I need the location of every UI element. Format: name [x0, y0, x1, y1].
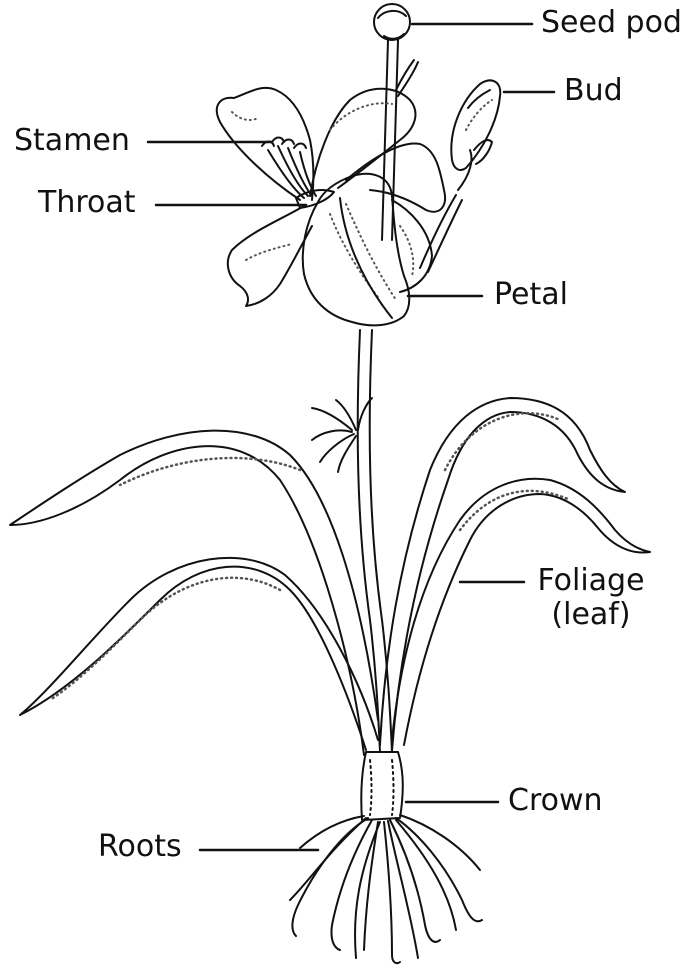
- stem-drawing: [312, 330, 392, 752]
- label-foliage: Foliage (leaf): [528, 564, 654, 632]
- label-petal: Petal: [494, 278, 568, 312]
- label-foliage-line1: Foliage: [528, 564, 654, 598]
- leader-lines: [148, 24, 554, 850]
- label-roots: Roots: [98, 830, 182, 864]
- label-seed-pod: Seed pod: [541, 6, 682, 40]
- bud-drawing: [451, 80, 500, 170]
- label-foliage-line2: (leaf): [528, 598, 654, 632]
- seed-pod-drawing: [374, 4, 410, 40]
- flower-drawing: [217, 88, 445, 326]
- roots-drawing: [290, 815, 482, 963]
- label-crown: Crown: [508, 784, 603, 818]
- label-bud: Bud: [564, 74, 623, 108]
- label-stamen: Stamen: [14, 124, 130, 158]
- crown-drawing: [361, 752, 403, 820]
- label-throat: Throat: [38, 186, 136, 220]
